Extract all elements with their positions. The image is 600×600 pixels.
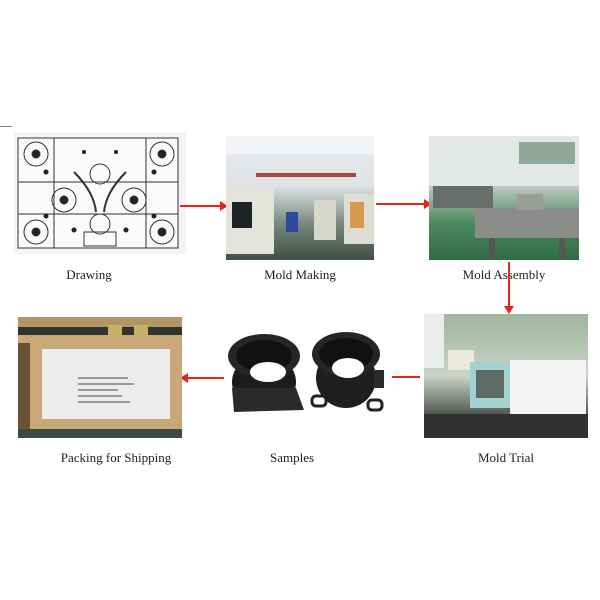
drawing-image [14, 132, 186, 254]
arrow-left-icon [180, 373, 224, 383]
step-label-mold-assembly: Mold Assembly [462, 267, 546, 282]
arrow-right-icon [376, 199, 432, 209]
step-label-samples: Samples [269, 450, 315, 465]
mold-trial-image [424, 314, 588, 438]
arrow-down-icon [504, 262, 514, 314]
step-label-packing: Packing for Shipping [60, 450, 172, 465]
step-label-mold-making: Mold Making [264, 267, 336, 282]
step-label-drawing: Drawing [66, 267, 112, 282]
divider-line [0, 126, 12, 127]
arrow-right-icon [180, 201, 228, 211]
samples-image [222, 326, 392, 416]
packing-image [18, 317, 182, 438]
mold-assembly-image [429, 136, 579, 260]
step-label-mold-trial: Mold Trial [478, 450, 534, 465]
mold-making-image [226, 136, 374, 260]
